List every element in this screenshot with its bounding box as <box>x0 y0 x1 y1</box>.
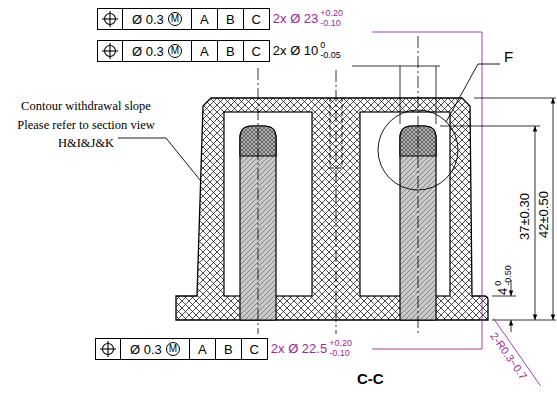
center-line <box>258 36 418 334</box>
tolerance-cell: Ø 0.3 M <box>122 9 191 29</box>
tolerance-limit: 0 <box>320 41 341 51</box>
datum-letter: B <box>226 13 235 26</box>
datum-cell: A <box>191 41 217 61</box>
tolerance-value: Ø 0.3 <box>132 13 164 26</box>
datum-cell: B <box>215 339 241 359</box>
tolerance-limit: -0.10 <box>329 349 352 359</box>
tolerance-value: Ø 0.3 <box>132 45 164 58</box>
tolerance-stack: 0-0.05 <box>320 41 341 61</box>
datum-cell: B <box>217 41 243 61</box>
tolerance-cell: Ø 0.3 M <box>120 339 189 359</box>
dimension-line <box>511 98 553 332</box>
dimension-text: 2x Ø 100-0.05 <box>273 41 341 61</box>
dimension-value: 2-R0.3~0.7 <box>488 330 530 382</box>
leader-line <box>446 64 500 122</box>
position-symbol <box>97 339 119 359</box>
dimension-value: 2x Ø 10 <box>273 44 319 59</box>
tolerance-stack: 0-0.50 <box>494 265 514 286</box>
position-symbol-cell <box>98 9 122 29</box>
dimension-text: 42±0.50 <box>537 191 552 238</box>
tolerance-stack: +0.20-0.10 <box>320 9 343 29</box>
dimension-text: 4 0-0.50 <box>494 265 514 295</box>
dimension-value: 4 <box>496 288 511 295</box>
material-modifier: M <box>168 44 182 58</box>
datum-letter: A <box>200 13 209 26</box>
datum-letter: C <box>250 343 259 356</box>
dimension-text: 2x Ø 22.5+0.20-0.10 <box>271 339 352 359</box>
dimension-value: 42±0.50 <box>537 191 552 238</box>
datum-letter: A <box>198 343 207 356</box>
datum-cell: A <box>189 339 215 359</box>
section-caption: C-C <box>357 370 384 387</box>
dimension-text: Contour withdrawal slope Please refer to… <box>4 96 168 152</box>
feature-control-frame: Ø 0.3 M A B C <box>97 8 270 30</box>
datum-letter: A <box>200 45 209 58</box>
dimension-value: 2x Ø 22.5 <box>271 342 327 357</box>
position-symbol-cell <box>98 41 122 61</box>
dimension-value: 2x Ø 23 <box>273 12 319 27</box>
tolerance-limit: -0.05 <box>320 51 341 61</box>
dimension-value: 37±0.30 <box>518 193 533 240</box>
dimension-text: F <box>504 48 513 65</box>
dimension-line <box>372 32 482 349</box>
datum-letter: B <box>226 45 235 58</box>
tolerance-stack: +0.20-0.10 <box>329 339 352 359</box>
position-symbol <box>99 41 121 61</box>
datum-cell: C <box>243 41 269 61</box>
feature-control-frame: Ø 0.3 M A B C <box>97 40 270 62</box>
leader-line <box>118 138 200 180</box>
dimension-text: 37±0.30 <box>518 193 533 240</box>
tolerance-limit: +0.20 <box>329 339 352 349</box>
feature-control-frame: Ø 0.3 M A B C <box>95 338 268 360</box>
datum-cell: C <box>241 339 267 359</box>
position-symbol-cell <box>96 339 120 359</box>
note-text: Contour withdrawal slope Please refer to… <box>17 99 154 150</box>
tolerance-limit: -0.10 <box>320 19 343 29</box>
datum-cell: C <box>243 9 269 29</box>
datum-letter: B <box>224 343 233 356</box>
dimension-text: 2-R0.3~0.7 <box>488 330 530 382</box>
material-modifier: M <box>166 342 180 356</box>
material-modifier: M <box>168 12 182 26</box>
dimension-line <box>352 66 440 124</box>
datum-cell: A <box>191 9 217 29</box>
dimension-text: 2x Ø 23+0.20-0.10 <box>273 9 343 29</box>
dimension-value: F <box>504 48 513 65</box>
tolerance-limit: -0.50 <box>504 265 514 286</box>
extension-line <box>440 98 556 320</box>
position-symbol <box>99 9 121 29</box>
datum-cell: B <box>217 9 243 29</box>
tolerance-cell: Ø 0.3 M <box>122 41 191 61</box>
tolerance-limit: 0 <box>494 265 504 286</box>
datum-letter: C <box>252 45 261 58</box>
datum-letter: C <box>252 13 261 26</box>
tolerance-value: Ø 0.3 <box>130 343 162 356</box>
housing-section <box>176 98 488 320</box>
tolerance-limit: +0.20 <box>320 9 343 19</box>
